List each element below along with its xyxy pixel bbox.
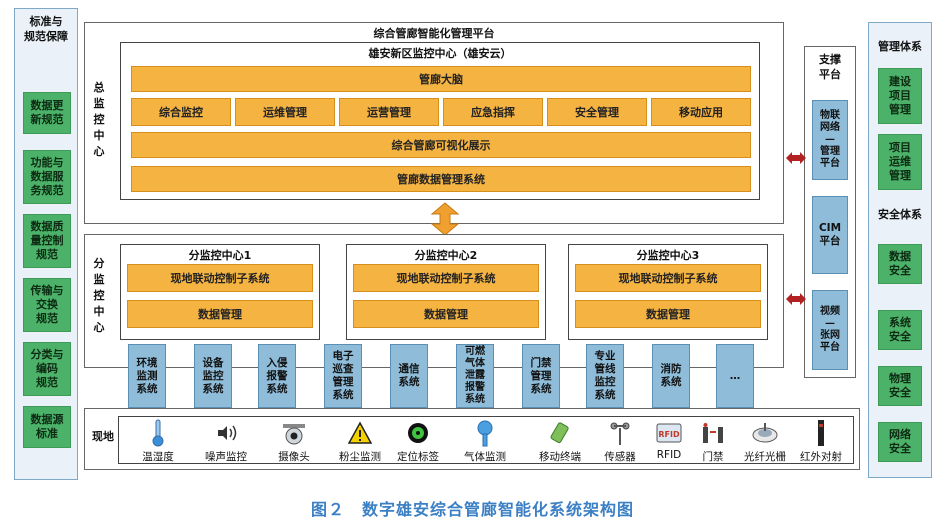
support-item: CIM 平台 bbox=[812, 196, 848, 274]
sub-center-title: 分监控中心3 bbox=[636, 249, 700, 262]
device-item: 温湿度 bbox=[125, 418, 191, 464]
data-management: 数据管理 bbox=[575, 300, 761, 328]
module-box: 综合监控 bbox=[131, 98, 231, 126]
security-item: 网络 安全 bbox=[878, 422, 922, 462]
link-arrow-icon bbox=[786, 152, 806, 164]
support-item: 物联 网络 — 管理 平台 bbox=[812, 100, 848, 180]
system-box: 入侵 报警 系统 bbox=[258, 344, 296, 408]
updown-arrow-icon bbox=[430, 202, 460, 236]
management-item: 建设 项目 管理 bbox=[878, 68, 922, 124]
device-item: 门禁 bbox=[680, 418, 746, 464]
camera-icon bbox=[283, 424, 305, 445]
link-arrow-icon bbox=[786, 293, 806, 305]
standard-item: 分类与 编码 规范 bbox=[23, 342, 71, 396]
system-box: 设备 监控 系统 bbox=[194, 344, 232, 408]
system-box: 消防 系统 bbox=[652, 344, 690, 408]
module-box: 应急指挥 bbox=[443, 98, 543, 126]
system-box: 通信 系统 bbox=[390, 344, 428, 408]
gas-sensor-icon bbox=[477, 420, 493, 447]
standard-item: 传输与 交换 规范 bbox=[23, 278, 71, 332]
standard-item: 数据源 标准 bbox=[23, 406, 71, 448]
device-item: 移动终端 bbox=[527, 418, 593, 464]
standard-item: 数据更 新规范 bbox=[23, 92, 71, 134]
security-header: 安全体系 bbox=[878, 208, 922, 221]
location-tag-icon bbox=[408, 423, 428, 443]
brain-bar: 管廊大脑 bbox=[131, 66, 751, 92]
device-item: 粉尘监测 bbox=[327, 418, 393, 464]
data-system-bar: 管廊数据管理系统 bbox=[131, 166, 751, 192]
management-item: 项目 运维 管理 bbox=[878, 134, 922, 190]
device-item: 光纤光栅 bbox=[732, 418, 798, 464]
control-subsystem: 现地联动控制子系统 bbox=[575, 264, 761, 292]
standard-item: 数据质 量控制 规范 bbox=[23, 214, 71, 268]
management-header: 管理体系 bbox=[878, 40, 922, 53]
security-item: 物理 安全 bbox=[878, 366, 922, 406]
thermometer-icon bbox=[152, 419, 164, 447]
visualization-bar: 综合管廊可视化展示 bbox=[131, 132, 751, 158]
control-subsystem: 现地联动控制子系统 bbox=[127, 264, 313, 292]
device-item: 气体监测 bbox=[452, 418, 518, 464]
field-label: 现地 bbox=[92, 430, 114, 443]
system-box: … bbox=[716, 344, 754, 408]
data-management: 数据管理 bbox=[353, 300, 539, 328]
xiongan-title: 雄安新区监控中心（雄安云） bbox=[368, 47, 512, 60]
standard-item: 功能与 数据服 务规范 bbox=[23, 150, 71, 204]
system-box: 可燃 气体 泄露 报警 系统 bbox=[456, 344, 494, 408]
rfid-icon: RFID bbox=[656, 423, 682, 443]
module-box: 运维管理 bbox=[235, 98, 335, 126]
dust-warning-icon bbox=[348, 421, 372, 444]
device-item: 噪声监控 bbox=[193, 418, 259, 464]
sensor-icon bbox=[610, 422, 630, 445]
device-item: 定位标签 bbox=[385, 418, 451, 464]
fiber-grating-icon bbox=[752, 423, 778, 443]
platform-title: 综合管廊智能化管理平台 bbox=[373, 27, 495, 40]
svg-text:RFID: RFID bbox=[658, 430, 680, 439]
sub-center-title: 分监控中心2 bbox=[414, 249, 478, 262]
security-item: 数据 安全 bbox=[878, 244, 922, 284]
sub-center-label: 分 监 控 中 心 bbox=[93, 257, 105, 334]
infrared-beam-icon bbox=[818, 420, 824, 446]
system-box: 电子 巡查 管理 系统 bbox=[324, 344, 362, 408]
module-box: 安全管理 bbox=[547, 98, 647, 126]
data-management: 数据管理 bbox=[127, 300, 313, 328]
security-item: 系统 安全 bbox=[878, 310, 922, 350]
support-title: 支撑 平台 bbox=[819, 53, 841, 81]
system-box: 专业 管线 监控 系统 bbox=[586, 344, 624, 408]
master-center-label: 总 监 控 中 心 bbox=[93, 81, 105, 158]
system-box: 环境 监测 系统 bbox=[128, 344, 166, 408]
device-item: 传感器 bbox=[587, 418, 653, 464]
system-box: 门禁 管理 系统 bbox=[522, 344, 560, 408]
device-item: 摄像头 bbox=[261, 418, 327, 464]
standards-header: 标准与 规范保障 bbox=[24, 15, 68, 43]
sound-icon bbox=[218, 425, 237, 441]
device-item: 红外对射 bbox=[788, 418, 854, 464]
support-item: 视频 — 张网 平台 bbox=[812, 290, 848, 370]
figure-caption: 图２ 数字雄安综合管廊智能化系统架构图 bbox=[310, 500, 634, 519]
access-gate-icon bbox=[703, 423, 723, 443]
sub-center-title: 分监控中心1 bbox=[188, 249, 252, 262]
module-box: 移动应用 bbox=[651, 98, 751, 126]
control-subsystem: 现地联动控制子系统 bbox=[353, 264, 539, 292]
module-box: 运营管理 bbox=[339, 98, 439, 126]
device-item: RFID RFID bbox=[636, 418, 702, 461]
mobile-terminal-icon bbox=[550, 422, 569, 444]
